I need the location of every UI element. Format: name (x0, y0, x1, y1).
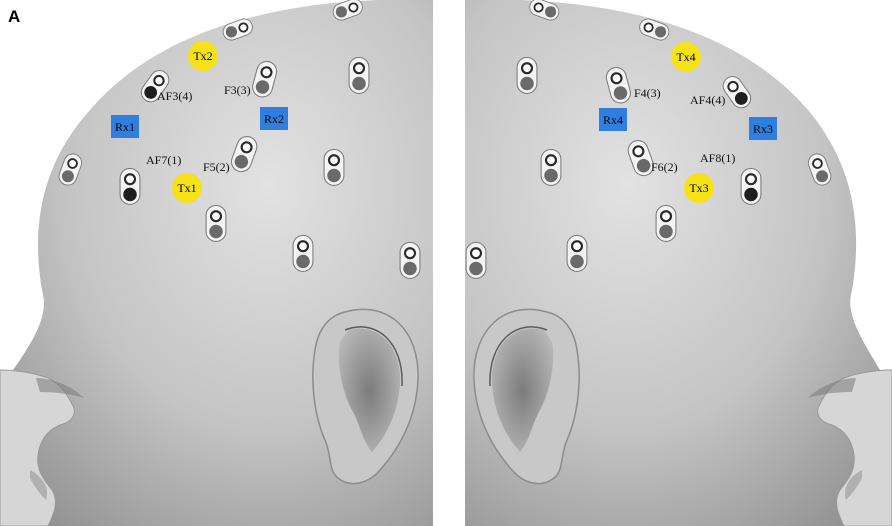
electrode-cup-icon (516, 56, 538, 94)
electrode-cup-icon (252, 60, 278, 98)
svg-text:Tx1: Tx1 (177, 181, 196, 195)
electrode-cup-icon (740, 167, 762, 205)
panel-letter-a: A (8, 7, 20, 26)
electrode-cup-icon (119, 167, 141, 205)
svg-text:Tx4: Tx4 (676, 50, 695, 64)
electrode-label-af8: AF8(1) (700, 151, 735, 165)
electrode-cup-icon (605, 66, 631, 104)
panel-b: B F4(3) AF4(4) F6(2) AF8(1) Tx4 Tx3 Rx4 … (465, 0, 892, 526)
electrode-cup-icon (722, 76, 752, 109)
electrode-cup-icon (655, 204, 677, 242)
ear-left (312, 308, 419, 485)
svg-text:Rx1: Rx1 (115, 120, 135, 134)
receiver-rx3: Rx3 (749, 117, 777, 140)
ear-right (473, 308, 580, 485)
electrode-cup-icon (332, 0, 363, 21)
transmitter-tx4: Tx4 (671, 42, 701, 72)
svg-text:Rx2: Rx2 (264, 112, 284, 126)
nose-shadow-left (30, 470, 48, 500)
electrode-cup-icon (205, 204, 227, 242)
eye-region-left (36, 378, 84, 398)
eye-region-right (808, 378, 856, 398)
electrode-label-af7: AF7(1) (146, 153, 181, 167)
panel-divider (433, 0, 465, 526)
electrode-cup-icon (566, 234, 588, 272)
face-profile-right (817, 369, 892, 526)
receiver-rx4: Rx4 (599, 108, 627, 131)
transmitter-tx3: Tx3 (684, 173, 714, 203)
electrode-label-f4: F4(3) (634, 86, 661, 100)
electrode-cup-icon (465, 241, 487, 279)
transmitter-tx1: Tx1 (172, 173, 202, 203)
electrode-label-f3: F3(3) (224, 83, 251, 97)
electrode-cup-icon (292, 234, 314, 272)
svg-text:Tx3: Tx3 (689, 181, 708, 195)
electrode-cup-icon (140, 70, 170, 103)
electrode-cup-icon (348, 56, 370, 94)
electrode-cup-icon (222, 18, 253, 41)
electrode-cup-icon (323, 148, 345, 186)
electrode-label-af3: AF3(4) (157, 89, 192, 103)
electrode-cup-icon (529, 0, 560, 21)
svg-text:Rx3: Rx3 (753, 122, 773, 136)
electrode-cup-icon (58, 153, 83, 186)
electrode-cup-icon (807, 153, 832, 186)
electrode-cup-icon (639, 18, 670, 41)
electrode-cup-icon (230, 136, 258, 173)
electrode-label-af4: AF4(4) (690, 93, 725, 107)
electrode-array-right (465, 0, 832, 279)
electrode-cup-icon (627, 140, 655, 177)
panel-a: A AF3(4) F3(3) AF7(1) F5(2) Tx2 Tx1 Rx1 … (0, 0, 433, 526)
electrode-array-left (58, 0, 421, 279)
receiver-rx1: Rx1 (111, 115, 139, 138)
electrode-label-f6: F6(2) (651, 160, 678, 174)
nose-shadow-right (844, 470, 862, 500)
transmitter-tx2: Tx2 (188, 41, 218, 71)
face-profile-left (0, 369, 75, 526)
electrode-cup-icon (399, 241, 421, 279)
receiver-rx2: Rx2 (260, 107, 288, 130)
svg-text:Tx2: Tx2 (193, 49, 212, 63)
svg-text:Rx4: Rx4 (603, 113, 623, 127)
electrode-cup-icon (540, 148, 562, 186)
electrode-label-f5: F5(2) (203, 160, 230, 174)
